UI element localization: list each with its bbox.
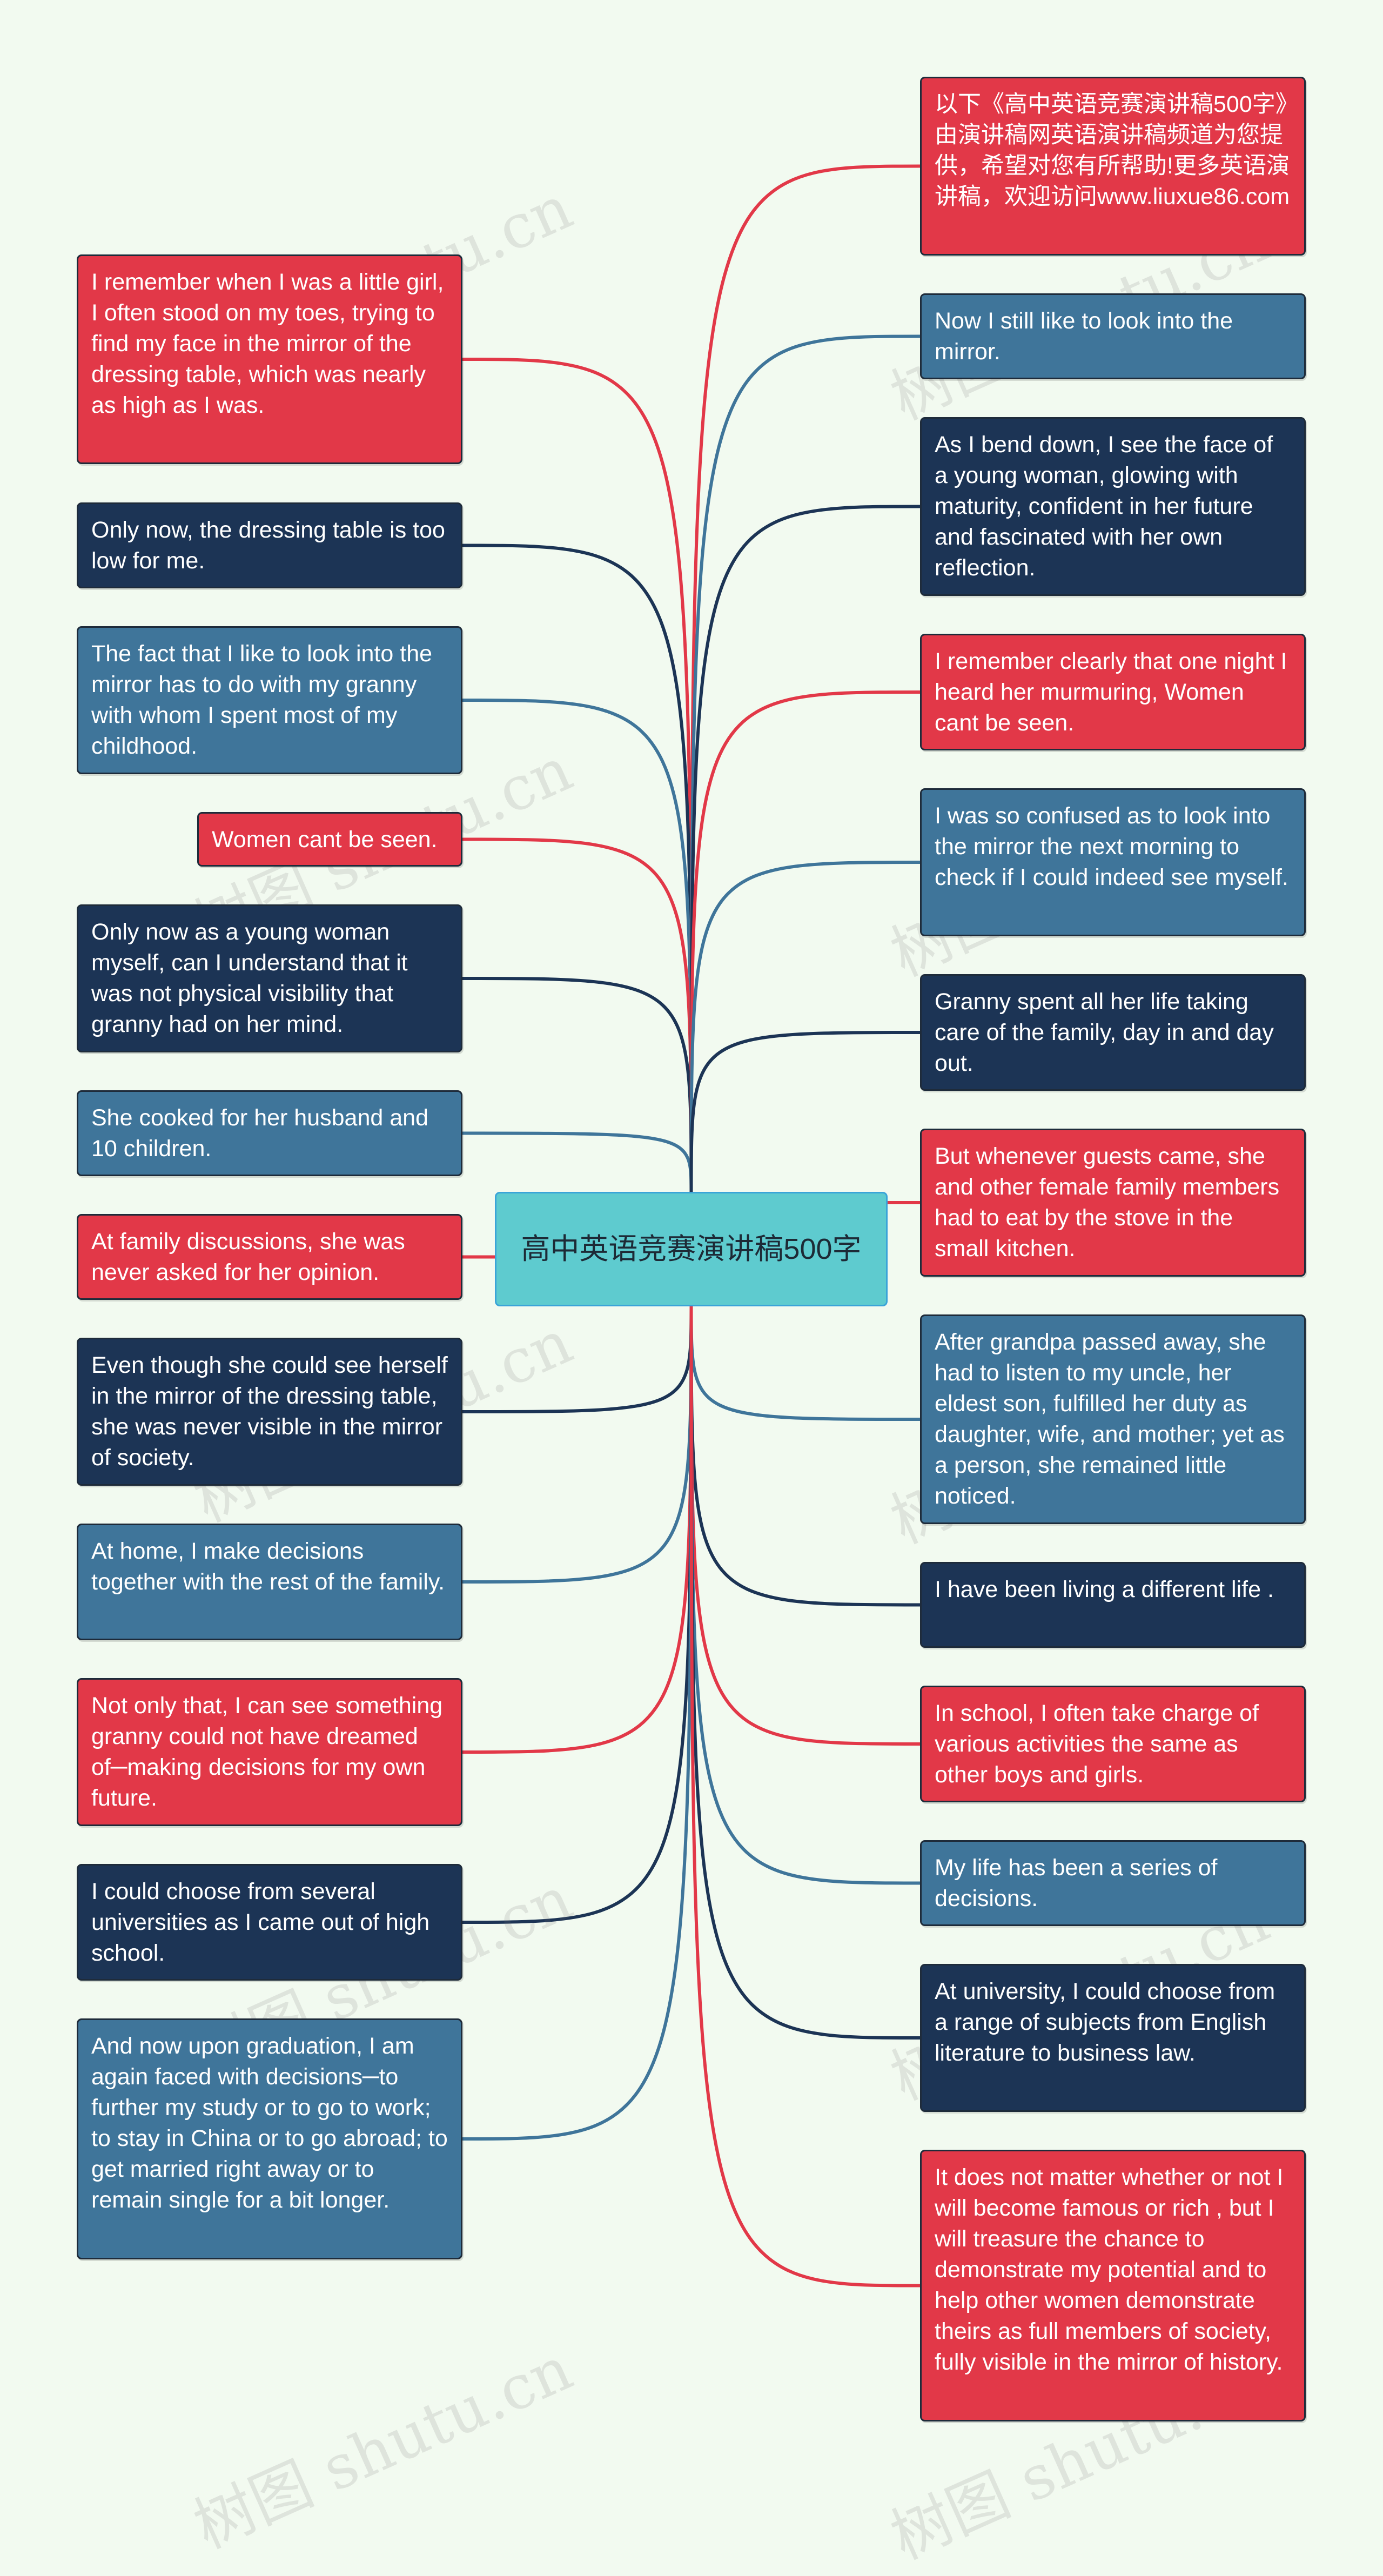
right-node-6[interactable]: Granny spent all her life taking care of… <box>920 974 1306 1091</box>
connector-line <box>689 1306 921 1607</box>
node-text: I have been living a different life . <box>935 1577 1274 1602</box>
right-node-13[interactable]: It does not matter whether or not I will… <box>920 2150 1306 2421</box>
right-node-8[interactable]: After grandpa passed away, she had to li… <box>920 1314 1306 1524</box>
node-text: At family discussions, she was never ask… <box>91 1229 405 1285</box>
connector-line <box>462 1306 693 1754</box>
right-node-3[interactable]: As I bend down, I see the face of a youn… <box>920 417 1306 596</box>
right-node-5[interactable]: I was so confused as to look into the mi… <box>920 788 1306 936</box>
node-text: Even though she could see herself in the… <box>91 1352 448 1471</box>
node-text: Women cant be seen. <box>212 827 438 853</box>
connector-line <box>462 699 693 1192</box>
left-node-4[interactable]: Women cant be seen. <box>197 812 462 867</box>
connector-line <box>689 861 921 1192</box>
node-text: At home, I make decisions together with … <box>91 1538 445 1595</box>
node-text: In school, I often take charge of variou… <box>935 1700 1259 1788</box>
connector-line <box>689 1306 921 2040</box>
right-node-9[interactable]: I have been living a different life . <box>920 1562 1306 1648</box>
node-text: My life has been a series of decisions. <box>935 1855 1218 1911</box>
connector-line <box>462 977 693 1192</box>
connector-line <box>689 334 921 1192</box>
left-node-8[interactable]: Even though she could see herself in the… <box>77 1338 462 1486</box>
node-text: Only now, the dressing table is too low … <box>91 517 445 574</box>
node-text: But whenever guests came, she and other … <box>935 1143 1280 1262</box>
center-topic[interactable]: 高中英语竞赛演讲稿500字 <box>495 1192 888 1306</box>
connector-line <box>462 1306 693 1413</box>
connector-line <box>462 1306 693 1924</box>
connector-line <box>689 690 921 1192</box>
connector-line <box>689 164 921 1192</box>
node-text: The fact that I like to look into the mi… <box>91 641 433 759</box>
connector-line <box>689 1306 921 1746</box>
left-node-1[interactable]: I remember when I was a little girl, I o… <box>77 254 462 464</box>
right-node-2[interactable]: Now I still like to look into the mirror… <box>920 293 1306 379</box>
node-text: At university, I could choose from a ran… <box>935 1978 1275 2066</box>
left-node-3[interactable]: The fact that I like to look into the mi… <box>77 626 462 774</box>
center-topic-label: 高中英语竞赛演讲稿500字 <box>521 1233 862 1265</box>
right-node-7[interactable]: But whenever guests came, she and other … <box>920 1129 1306 1277</box>
left-node-11[interactable]: I could choose from several universities… <box>77 1864 462 1981</box>
right-node-10[interactable]: In school, I often take charge of variou… <box>920 1686 1306 1802</box>
node-text: Not only that, I can see something grann… <box>91 1693 443 1811</box>
node-text: As I bend down, I see the face of a youn… <box>935 432 1273 581</box>
node-text: Granny spent all her life taking care of… <box>935 989 1274 1076</box>
right-node-4[interactable]: I remember clearly that one night I hear… <box>920 634 1306 750</box>
left-node-5[interactable]: Only now as a young woman myself, can I … <box>77 904 462 1052</box>
node-text: 以下《高中英语竞赛演讲稿500字》由演讲稿网英语演讲稿频道为您提供，希望对您有所… <box>935 91 1290 210</box>
node-text: I remember clearly that one night I hear… <box>935 648 1287 736</box>
connector-line <box>689 505 921 1192</box>
connector-line <box>462 1306 693 2141</box>
left-node-7[interactable]: At family discussions, she was never ask… <box>77 1214 462 1300</box>
connector-line <box>462 358 693 1192</box>
right-node-1[interactable]: 以下《高中英语竞赛演讲稿500字》由演讲稿网英语演讲稿频道为您提供，希望对您有所… <box>920 77 1306 256</box>
left-node-9[interactable]: At home, I make decisions together with … <box>77 1524 462 1640</box>
node-text: Only now as a young woman myself, can I … <box>91 919 408 1037</box>
connector-lines <box>462 164 921 2287</box>
connector-line <box>689 1306 921 1885</box>
node-text: I could choose from several universities… <box>91 1879 430 1966</box>
node-text: After grandpa passed away, she had to li… <box>935 1329 1285 1509</box>
node-text: She cooked for her husband and 10 childr… <box>91 1105 428 1162</box>
right-node-12[interactable]: At university, I could choose from a ran… <box>920 1964 1306 2112</box>
connector-line <box>689 1306 921 1421</box>
left-node-10[interactable]: Not only that, I can see something grann… <box>77 1678 462 1826</box>
left-node-6[interactable]: She cooked for her husband and 10 childr… <box>77 1090 462 1176</box>
connector-line <box>462 544 693 1192</box>
node-text: It does not matter whether or not I will… <box>935 2164 1284 2375</box>
left-node-12[interactable]: And now upon graduation, I am again face… <box>77 2018 462 2259</box>
connector-line <box>462 1131 693 1192</box>
left-node-2[interactable]: Only now, the dressing table is too low … <box>77 502 462 588</box>
node-text: I was so confused as to look into the mi… <box>935 803 1288 890</box>
connector-line <box>689 1306 921 2287</box>
node-text: And now upon graduation, I am again face… <box>91 2033 448 2213</box>
node-text: I remember when I was a little girl, I o… <box>91 269 444 418</box>
connector-line <box>462 1306 693 1584</box>
right-node-11[interactable]: My life has been a series of decisions. <box>920 1840 1306 1926</box>
connector-line <box>689 1031 921 1192</box>
node-text: Now I still like to look into the mirror… <box>935 308 1233 365</box>
